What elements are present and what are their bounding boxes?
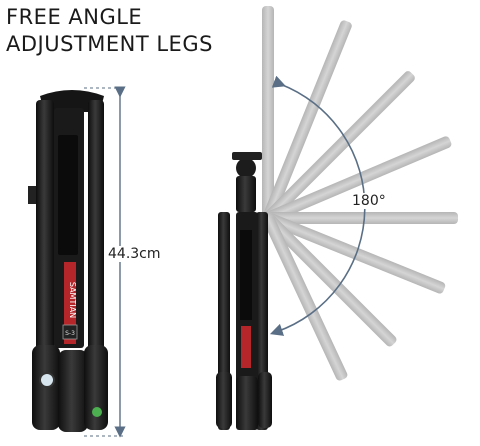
ball-head-icon [236, 158, 256, 178]
folded-tripod: SAMTIAN S-3 [28, 90, 108, 432]
leg-lock-center [58, 350, 88, 432]
foam-grip [58, 135, 78, 255]
leg-clip [28, 186, 36, 204]
brand-text: SAMTIAN [68, 282, 77, 318]
bubble-level-icon [39, 372, 55, 388]
headline: FREE ANGLE ADJUSTMENT LEGS [6, 4, 213, 58]
tripod-leg-right [88, 100, 104, 350]
headline-line-1: FREE ANGLE [6, 5, 143, 29]
height-label: 44.3cm [106, 246, 163, 262]
angle-label: 180° [350, 193, 388, 209]
model-badge [62, 324, 78, 340]
height-dimension [84, 86, 126, 438]
arc-arrow-icon [269, 75, 366, 336]
leg-lock-right [84, 345, 108, 430]
tripod-leg-left [36, 100, 54, 350]
model-badge-text: S-3 [65, 330, 75, 337]
brand-strip [64, 262, 76, 344]
headline-line-2: ADJUSTMENT LEGS [6, 32, 213, 56]
standing-tripod [216, 152, 272, 430]
green-knob [92, 407, 102, 417]
